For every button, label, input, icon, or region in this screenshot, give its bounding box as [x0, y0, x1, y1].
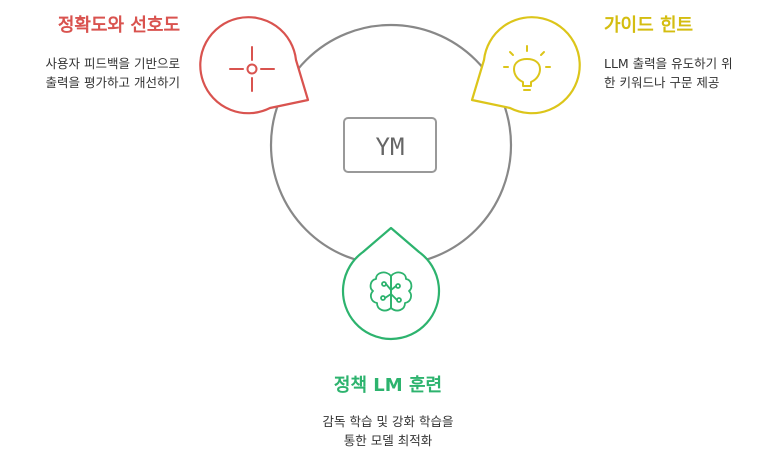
hint-desc-line2: 한 키워드나 구문 제공 — [604, 75, 720, 90]
hint-title: 가이드 힌트 — [604, 15, 694, 36]
center-label: YM — [376, 133, 405, 161]
accuracy-text: 정확도와 선호도 사용자 피드백을 기반으로 출력을 평가하고 개선하기 — [0, 14, 180, 92]
policy-desc-line2: 통한 모델 최적화 — [343, 433, 433, 448]
policy-node — [341, 226, 441, 341]
accuracy-title: 정확도와 선호도 — [57, 15, 180, 36]
hint-text: 가이드 힌트 LLM 출력을 유도하기 위 한 키워드나 구문 제공 — [604, 14, 769, 92]
policy-desc-line1: 감독 학습 및 강화 학습을 — [322, 414, 454, 429]
center-node: YM — [343, 117, 437, 173]
lightbulb-icon — [503, 45, 551, 91]
accuracy-node — [199, 16, 310, 115]
policy-title: 정책 LM 훈련 — [333, 375, 443, 396]
policy-text: 정책 LM 훈련 감독 학습 및 강화 학습을 통한 모델 최적화 — [288, 374, 488, 450]
hint-node — [470, 16, 581, 115]
brain-icon — [369, 271, 413, 312]
accuracy-desc-line1: 사용자 피드백을 기반으로 — [45, 56, 180, 71]
hint-desc-line1: LLM 출력을 유도하기 위 — [604, 56, 733, 71]
crosshair-icon — [229, 46, 275, 92]
accuracy-desc-line2: 출력을 평가하고 개선하기 — [45, 75, 180, 90]
